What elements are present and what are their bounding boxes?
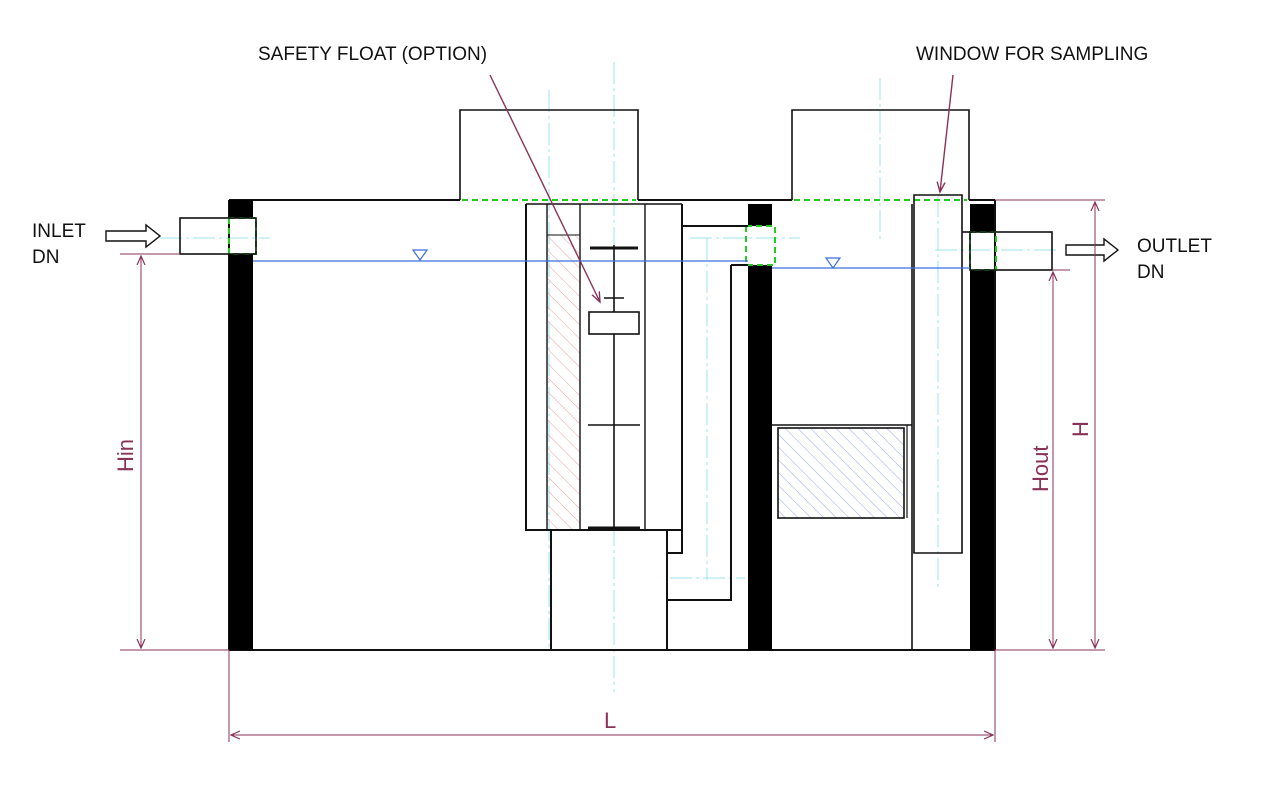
safety-float-label: SAFETY FLOAT (OPTION) [258, 44, 487, 65]
walls [229, 200, 994, 650]
hin-label: Hin [113, 439, 138, 472]
outlet-pipe [969, 231, 1053, 271]
sampling-shaft [911, 194, 970, 650]
seal-dashes [228, 199, 997, 600]
centerlines [160, 62, 1060, 692]
manhole-left [459, 109, 639, 200]
leader-lines [489, 74, 954, 302]
dimension-lines [120, 199, 1105, 742]
safety-float-leader [489, 74, 600, 302]
filter-column [525, 203, 683, 650]
second-filter [772, 424, 912, 519]
right-wall-top [970, 204, 994, 232]
window-leader [940, 74, 954, 192]
right-wall [970, 270, 994, 650]
hout-label: Hout [1028, 446, 1053, 492]
outlet-arrow-icon [1065, 237, 1120, 263]
h-label: H [1068, 421, 1093, 437]
inlet-pipe [179, 217, 257, 255]
outlet-label: OUTLET [1137, 236, 1212, 257]
middle-wall-top [748, 204, 772, 226]
safety-float [588, 245, 640, 530]
filter-hatch [548, 235, 580, 530]
outlet-dn-label: DN [1137, 262, 1164, 283]
manholes [459, 109, 970, 200]
inlet-arrow-icon [105, 223, 162, 249]
left-wall-top [229, 200, 253, 218]
middle-wall [748, 265, 772, 650]
manhole-right [791, 109, 970, 200]
riser-pipe [667, 225, 748, 601]
left-wall [229, 254, 253, 650]
inlet-dn-label: DN [32, 247, 59, 268]
window-sampling-label: WINDOW FOR SAMPLING [916, 44, 1148, 65]
inlet-label: INLET [32, 221, 86, 242]
water-levels [253, 249, 970, 270]
l-label: L [604, 708, 616, 733]
